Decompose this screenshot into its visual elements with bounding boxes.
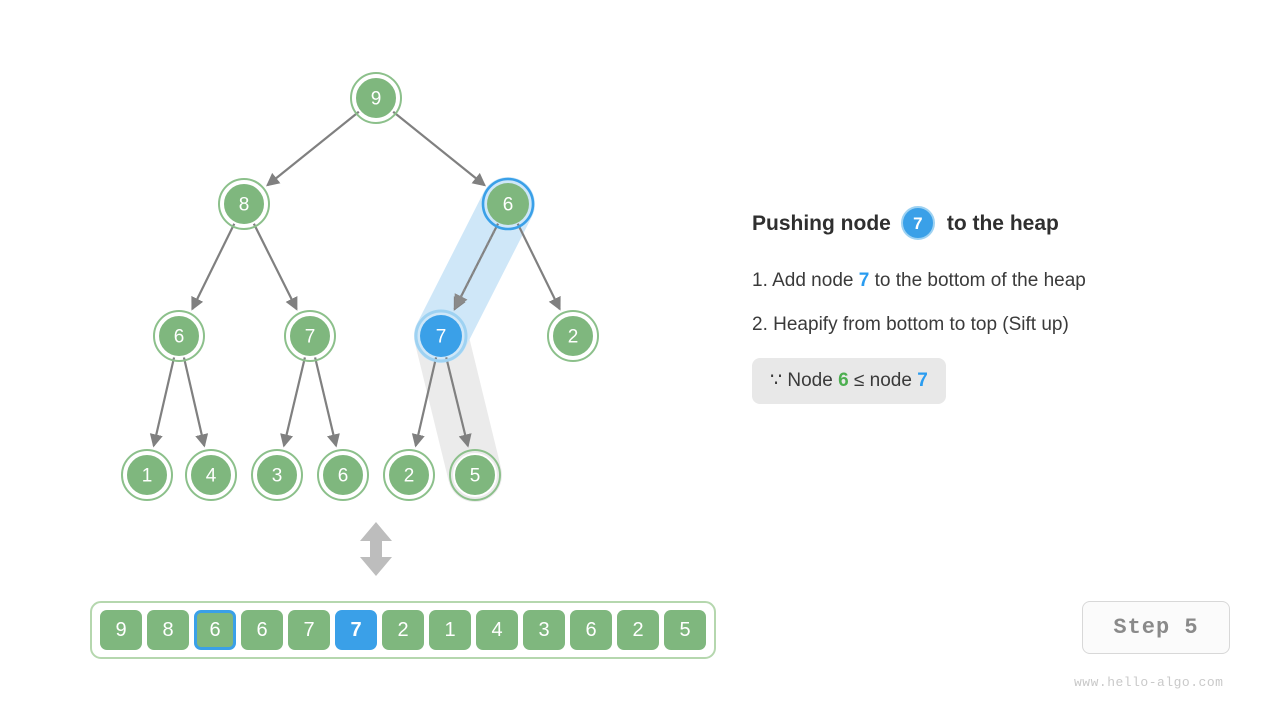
sift-up-arrow bbox=[454, 225, 498, 310]
step-line: 2. Heapify from bottom to top (Sift up) bbox=[752, 314, 1252, 336]
tree-node: 3 bbox=[251, 449, 303, 501]
step-highlight-value: 7 bbox=[858, 270, 870, 291]
step-text-post: to the bottom of the heap bbox=[874, 270, 1086, 291]
reason-blue-value: 7 bbox=[917, 370, 928, 391]
tree-node-label: 6 bbox=[174, 327, 185, 348]
tree-node-label: 6 bbox=[338, 466, 349, 487]
panel-title-pre: Pushing node bbox=[752, 211, 891, 235]
tree-node: 4 bbox=[185, 449, 237, 501]
tree-nodes: 9 8 6 6 7 7 2 1 4 3 6 2 5 bbox=[121, 72, 599, 501]
tree-node-label: 5 bbox=[470, 466, 481, 487]
tree-node: 2 bbox=[383, 449, 435, 501]
tree-node-label: 2 bbox=[568, 327, 579, 348]
tree-node-label: 3 bbox=[272, 466, 283, 487]
step-number: 2. bbox=[752, 314, 768, 335]
panel-title: Pushing node 7 to the heap bbox=[752, 206, 1252, 240]
panel-title-node-badge: 7 bbox=[900, 206, 935, 240]
tree-edges bbox=[149, 110, 561, 448]
tree-node: 1 bbox=[121, 449, 173, 501]
heap-tree: 9 8 6 6 7 7 2 1 4 3 6 2 5 bbox=[121, 72, 599, 576]
panel-title-post: to the heap bbox=[946, 211, 1059, 235]
reason-box: ∵ Node 6 ≤ node 7 bbox=[752, 358, 946, 404]
array-cell: 7 bbox=[288, 610, 330, 650]
up-down-arrow-icon bbox=[360, 522, 392, 576]
array-cell: 8 bbox=[147, 610, 189, 650]
watermark: www.hello-algo.com bbox=[1074, 675, 1224, 690]
tree-node: 8 bbox=[218, 178, 270, 230]
tree-node: 9 bbox=[350, 72, 402, 124]
tree-node: 6 bbox=[481, 177, 535, 231]
step-number: 1. bbox=[752, 270, 768, 291]
steps-list: 1. Add node 7 to the bottom of the heap 2… bbox=[752, 270, 1252, 336]
tree-node: 2 bbox=[547, 310, 599, 362]
array-cell: 3 bbox=[523, 610, 565, 650]
tree-node: 6 bbox=[317, 449, 369, 501]
array-cell: 2 bbox=[617, 610, 659, 650]
tree-node: 7 bbox=[414, 309, 468, 363]
tree-node: 7 bbox=[284, 310, 336, 362]
array-cell: 6 bbox=[241, 610, 283, 650]
tree-node-label: 6 bbox=[503, 195, 514, 216]
tree-node-label: 9 bbox=[371, 89, 382, 110]
array-cell: 7 bbox=[335, 610, 377, 650]
array-cell: 1 bbox=[429, 610, 471, 650]
array-cell: 6 bbox=[194, 610, 236, 650]
step-line: 1. Add node 7 to the bottom of the heap bbox=[752, 270, 1252, 292]
array-cell: 9 bbox=[100, 610, 142, 650]
reason-symbol: ∵ bbox=[770, 370, 783, 391]
array-cell: 2 bbox=[382, 610, 424, 650]
array-cell: 4 bbox=[476, 610, 518, 650]
step-text: Add node bbox=[772, 270, 854, 291]
tree-node-label: 8 bbox=[239, 195, 250, 216]
tree-node: 5 bbox=[449, 449, 501, 501]
tree-node-label: 7 bbox=[436, 327, 447, 348]
array-cell: 5 bbox=[664, 610, 706, 650]
tree-node-label: 1 bbox=[142, 466, 153, 487]
array-cell: 6 bbox=[570, 610, 612, 650]
step-badge: Step 5 bbox=[1082, 601, 1230, 654]
explanation-panel: Pushing node 7 to the heap 1. Add node 7… bbox=[752, 206, 1252, 404]
reason-op: ≤ node bbox=[853, 370, 912, 391]
step-text: Heapify from bottom to top (Sift up) bbox=[773, 314, 1069, 335]
tree-node-label: 2 bbox=[404, 466, 415, 487]
reason-word1: Node bbox=[787, 370, 833, 391]
tree-node-label: 7 bbox=[305, 327, 316, 348]
tree-node-label: 4 bbox=[206, 466, 217, 487]
tree-node: 6 bbox=[153, 310, 205, 362]
reason-green-value: 6 bbox=[838, 370, 849, 391]
